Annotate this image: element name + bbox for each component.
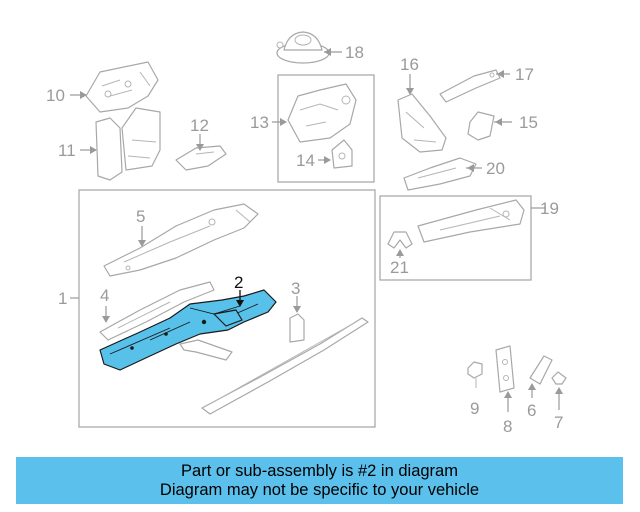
callout-1: 1 [58,289,67,308]
part-11[interactable] [95,107,161,181]
callout-4: 4 [100,286,109,305]
banner-line-2: Diagram may not be specific to your vehi… [159,480,480,499]
callout-3: 3 [291,279,300,298]
part-9[interactable] [467,361,483,388]
callout-18: 18 [345,43,364,62]
part-8[interactable] [495,345,515,393]
rocker-rail[interactable] [201,317,369,415]
part-4[interactable] [99,281,215,341]
part-17[interactable] [439,69,501,103]
callout-2: 2 [234,273,243,292]
callout-20: 20 [486,159,505,178]
part-13[interactable] [287,83,357,143]
part-7[interactable] [551,371,567,385]
part-19[interactable] [417,199,525,243]
part-15[interactable] [467,111,495,141]
info-banner: Part or sub-assembly is #2 in diagram Di… [16,457,623,504]
part-12[interactable] [175,145,227,171]
callout-16: 16 [400,55,419,74]
part-20[interactable] [403,157,477,191]
callout-13: 13 [250,113,269,132]
part-5[interactable] [103,203,259,277]
group-box-19 [379,195,532,281]
callout-12: 12 [190,116,209,135]
callout-11: 11 [58,141,76,160]
callout-5: 5 [136,207,145,226]
part-21[interactable] [387,231,413,249]
part-18[interactable] [276,31,330,64]
callout-14: 14 [296,151,315,170]
part-14[interactable] [331,139,353,169]
callout-9: 9 [470,399,479,418]
callout-15: 15 [519,113,538,132]
lower-bracket[interactable] [179,339,233,361]
part-3[interactable] [289,313,305,343]
callout-10: 10 [46,86,65,105]
part-10[interactable] [85,61,159,113]
part-16[interactable] [397,93,447,153]
callout-8: 8 [503,417,512,436]
part-2-highlighted[interactable] [99,289,277,371]
callout-7: 7 [554,413,563,432]
callout-6: 6 [527,401,536,420]
part-6[interactable] [529,355,553,385]
group-box-13 [277,74,375,183]
group-box-1 [78,189,376,428]
banner-line-1: Part or sub-assembly is #2 in diagram [181,461,458,480]
callout-21: 21 [390,258,409,277]
callout-17: 17 [515,65,534,84]
callout-19: 19 [540,199,559,218]
